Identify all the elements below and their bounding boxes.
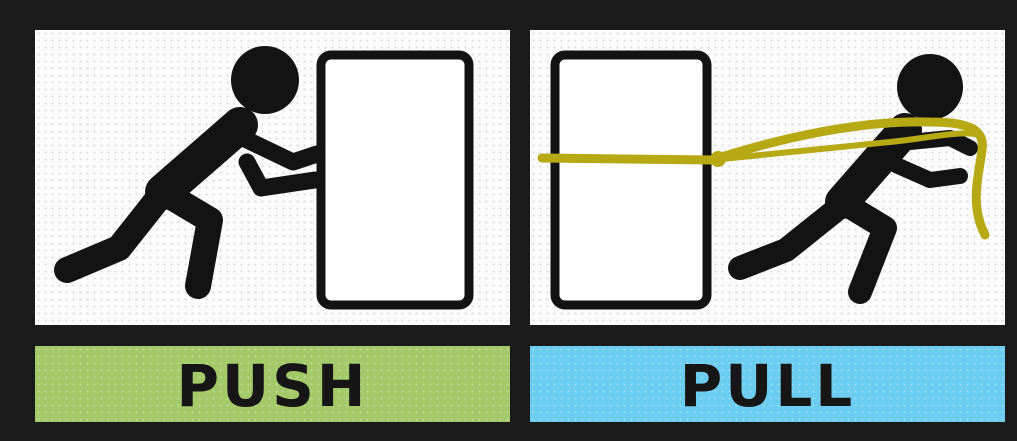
pulling-person-figure	[728, 54, 978, 304]
push-label-bar: PUSH	[35, 346, 510, 422]
door-icon	[316, 50, 474, 310]
person-pulling-door-with-rope-icon	[537, 50, 990, 310]
door-icon	[550, 50, 712, 310]
person-pushing-door-icon	[54, 46, 474, 310]
push-illustration-panel	[35, 30, 510, 325]
pull-label-bar: PULL	[530, 346, 1005, 422]
pushing-person-figure	[54, 46, 326, 299]
pull-illustration-panel	[530, 30, 1005, 325]
pull-label: PULL	[679, 352, 856, 420]
rope-icon	[537, 117, 990, 240]
push-label: PUSH	[176, 352, 369, 420]
